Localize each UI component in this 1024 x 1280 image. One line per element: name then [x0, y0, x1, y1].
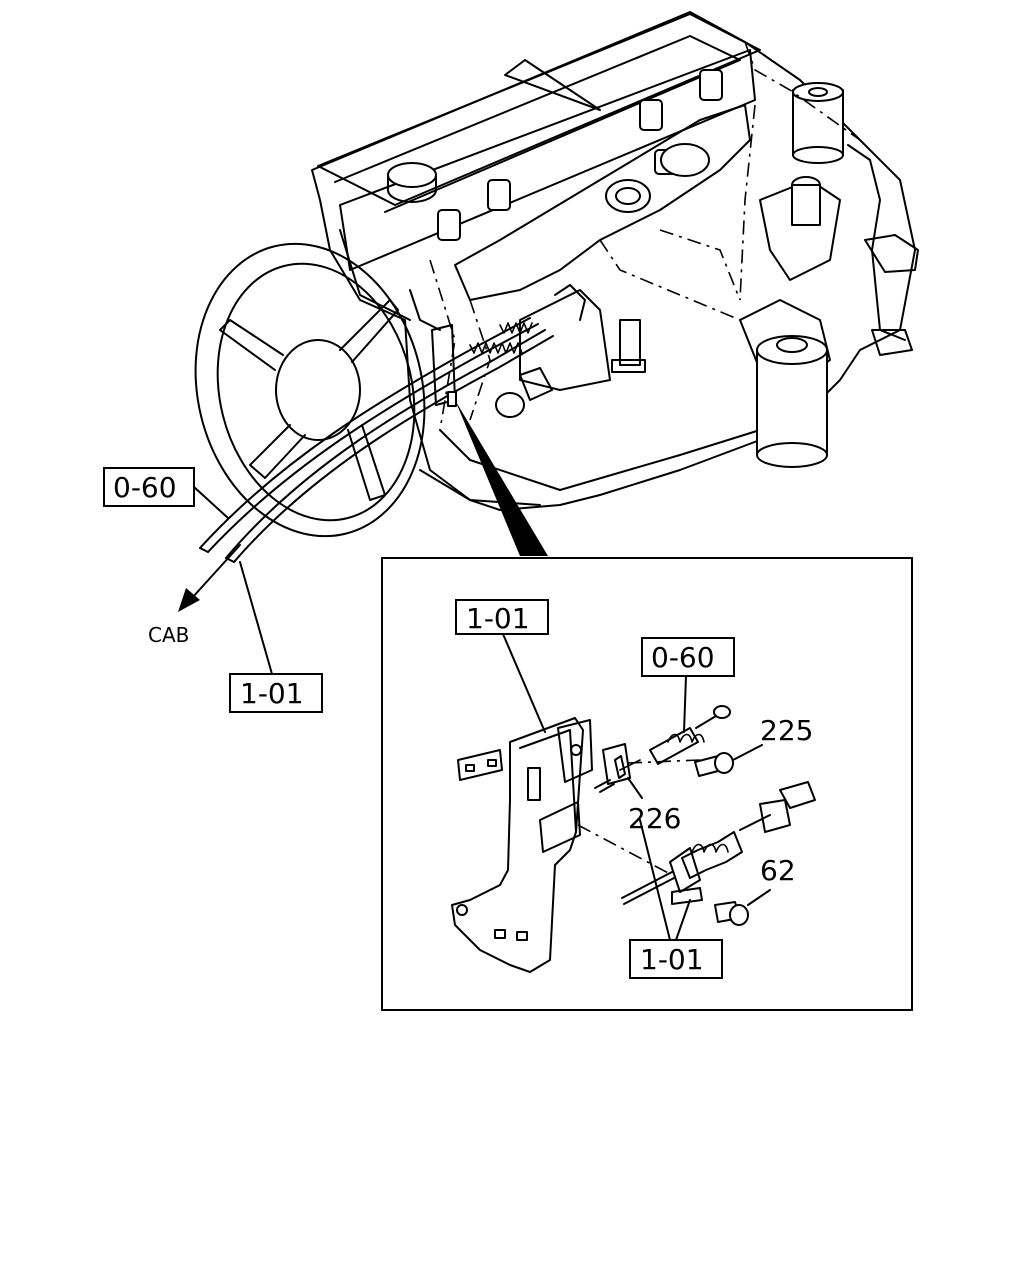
detail-pointer	[455, 400, 548, 556]
svg-text:1-01: 1-01	[240, 677, 304, 710]
callout-engine-upper-left: 0-60	[103, 467, 229, 519]
callout-detail-cable-lower: 1-01	[629, 819, 723, 979]
callout-engine-lower-left: 1-01	[229, 561, 323, 713]
part-number-226: 226	[628, 802, 681, 835]
cab-label: CAB	[148, 623, 189, 647]
callout-detail-cable-upper: 0-60	[641, 637, 735, 733]
callout-detail-bracket: 1-01	[455, 599, 549, 733]
svg-text:1-01: 1-01	[466, 602, 530, 635]
part-number-225: 225	[760, 714, 813, 747]
upper-cable-end	[594, 705, 763, 793]
cab-direction-arrow	[178, 544, 241, 612]
engine-illustration	[311, 11, 919, 511]
svg-text:1-01: 1-01	[640, 943, 704, 976]
svg-text:0-60: 0-60	[651, 641, 715, 674]
svg-text:0-60: 0-60	[113, 471, 177, 504]
engine-cables	[199, 317, 554, 563]
cooling-fan	[194, 242, 426, 538]
part-number-62: 62	[760, 854, 796, 887]
detail-inset: 1-01 0-60 1-01 225 226 62	[381, 557, 913, 1011]
lower-cable-end	[621, 781, 816, 926]
bracket-plate	[451, 717, 593, 973]
